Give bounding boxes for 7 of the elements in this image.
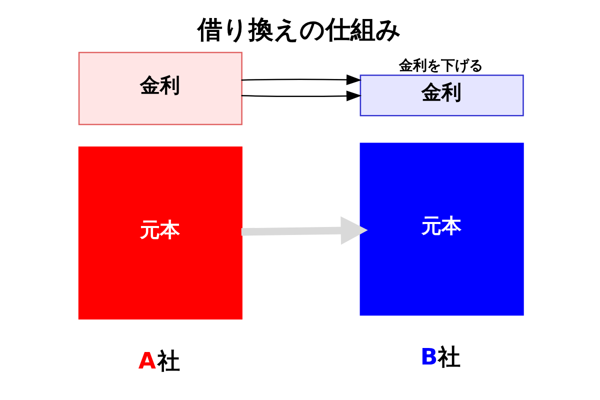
label: A社 xyxy=(138,348,180,374)
node-label: 金利を下げる xyxy=(398,57,482,74)
arrow xyxy=(240,216,368,244)
arrow xyxy=(240,90,362,101)
diagram-title: 借り換えの仕組み xyxy=(197,14,402,44)
arrow xyxy=(240,74,362,85)
label: B社 xyxy=(420,344,461,370)
